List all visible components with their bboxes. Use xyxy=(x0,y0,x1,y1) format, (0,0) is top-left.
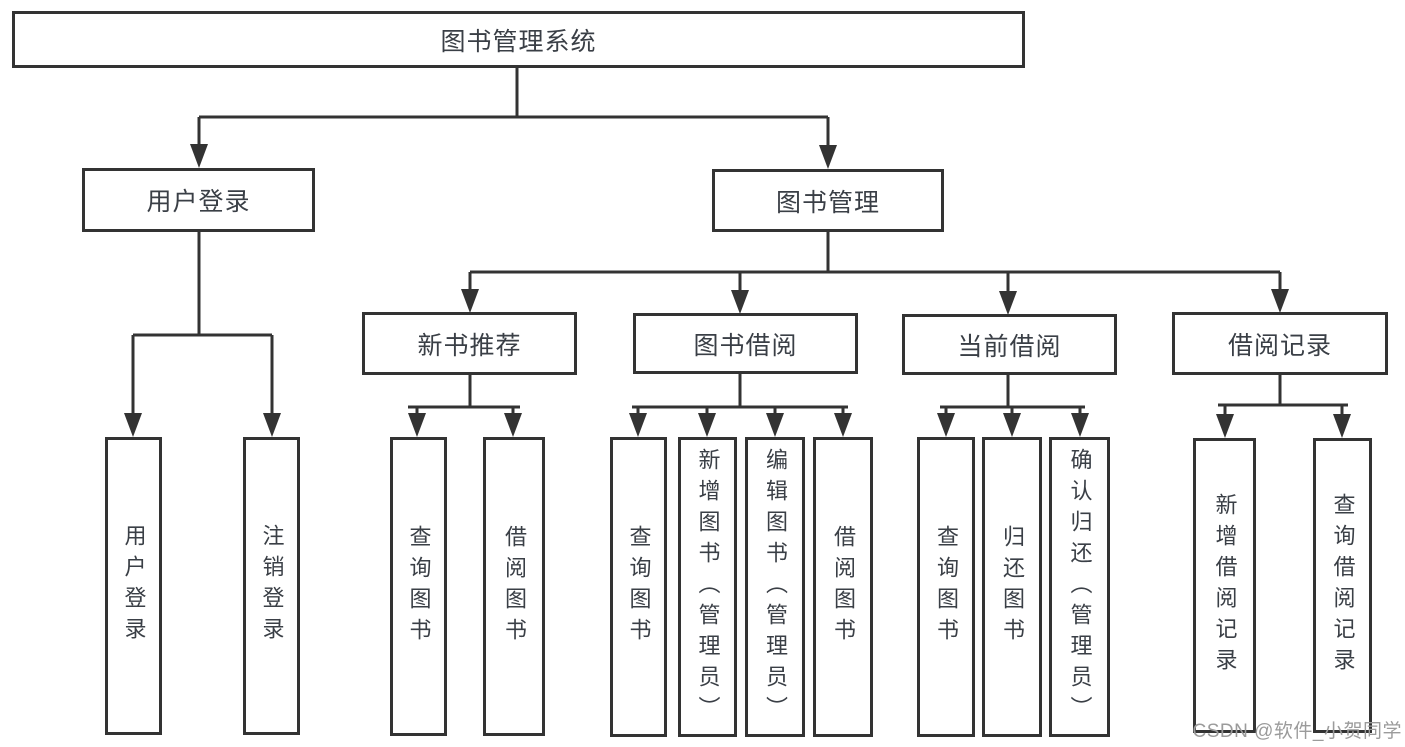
node-label: 编辑图书（管理员） xyxy=(763,447,788,727)
node-label: 当前借阅 xyxy=(957,332,1062,361)
leaf-logout: 注销登录 xyxy=(243,437,300,735)
node-root-system: 图书管理系统 xyxy=(12,11,1025,68)
node-book-management: 图书管理 xyxy=(712,169,944,232)
leaf-borrow-books: 借阅图书 xyxy=(813,437,873,737)
leaf-return-book: 归还图书 xyxy=(982,437,1042,737)
node-label: 新书推荐 xyxy=(417,331,522,360)
leaf-add-book-admin: 新增图书（管理员） xyxy=(678,437,737,737)
node-label: 借阅记录 xyxy=(1227,331,1332,360)
node-label: 归还图书 xyxy=(1000,525,1025,649)
leaf-query-books: 查询图书 xyxy=(390,437,447,736)
arrowhead-icons xyxy=(124,144,1351,438)
leaf-edit-book-admin: 编辑图书（管理员） xyxy=(745,437,805,737)
node-label: 确认归还（管理员） xyxy=(1067,447,1093,727)
leaf-confirm-return-admin: 确认归还（管理员） xyxy=(1049,437,1110,737)
node-label: 注销登录 xyxy=(259,524,285,648)
node-label: 查询图书 xyxy=(626,525,652,649)
leaf-borrow-books: 借阅图书 xyxy=(483,437,545,736)
node-label: 图书管理系统 xyxy=(440,27,597,56)
node-user-login: 用户登录 xyxy=(82,168,315,232)
node-label: 用户登录 xyxy=(146,188,251,216)
node-label: 借阅图书 xyxy=(502,524,527,649)
node-label: 查询图书 xyxy=(934,525,959,649)
leaf-query-borrow-record: 查询借阅记录 xyxy=(1313,438,1372,733)
node-book-borrowing: 图书借阅 xyxy=(633,313,858,374)
node-label: 用户登录 xyxy=(121,524,147,648)
node-label: 查询图书 xyxy=(406,524,432,649)
leaf-user-login: 用户登录 xyxy=(105,437,162,735)
node-label: 借阅图书 xyxy=(831,525,856,649)
node-borrowing-records: 借阅记录 xyxy=(1172,312,1388,375)
node-label: 图书管理 xyxy=(775,188,880,217)
node-label: 查询借阅记录 xyxy=(1330,492,1356,679)
leaf-query-books: 查询图书 xyxy=(610,437,667,737)
node-label: 新增借阅记录 xyxy=(1212,492,1238,679)
csdn-watermark: CSDN @软件_小贺同学 xyxy=(1192,721,1402,742)
leaf-add-borrow-record: 新增借阅记录 xyxy=(1193,438,1256,733)
node-label: 图书借阅 xyxy=(693,331,798,360)
node-label: 新增图书（管理员） xyxy=(695,447,721,727)
node-current-borrowing: 当前借阅 xyxy=(902,314,1117,375)
node-new-book-recommend: 新书推荐 xyxy=(362,312,577,375)
leaf-query-books: 查询图书 xyxy=(917,437,975,737)
